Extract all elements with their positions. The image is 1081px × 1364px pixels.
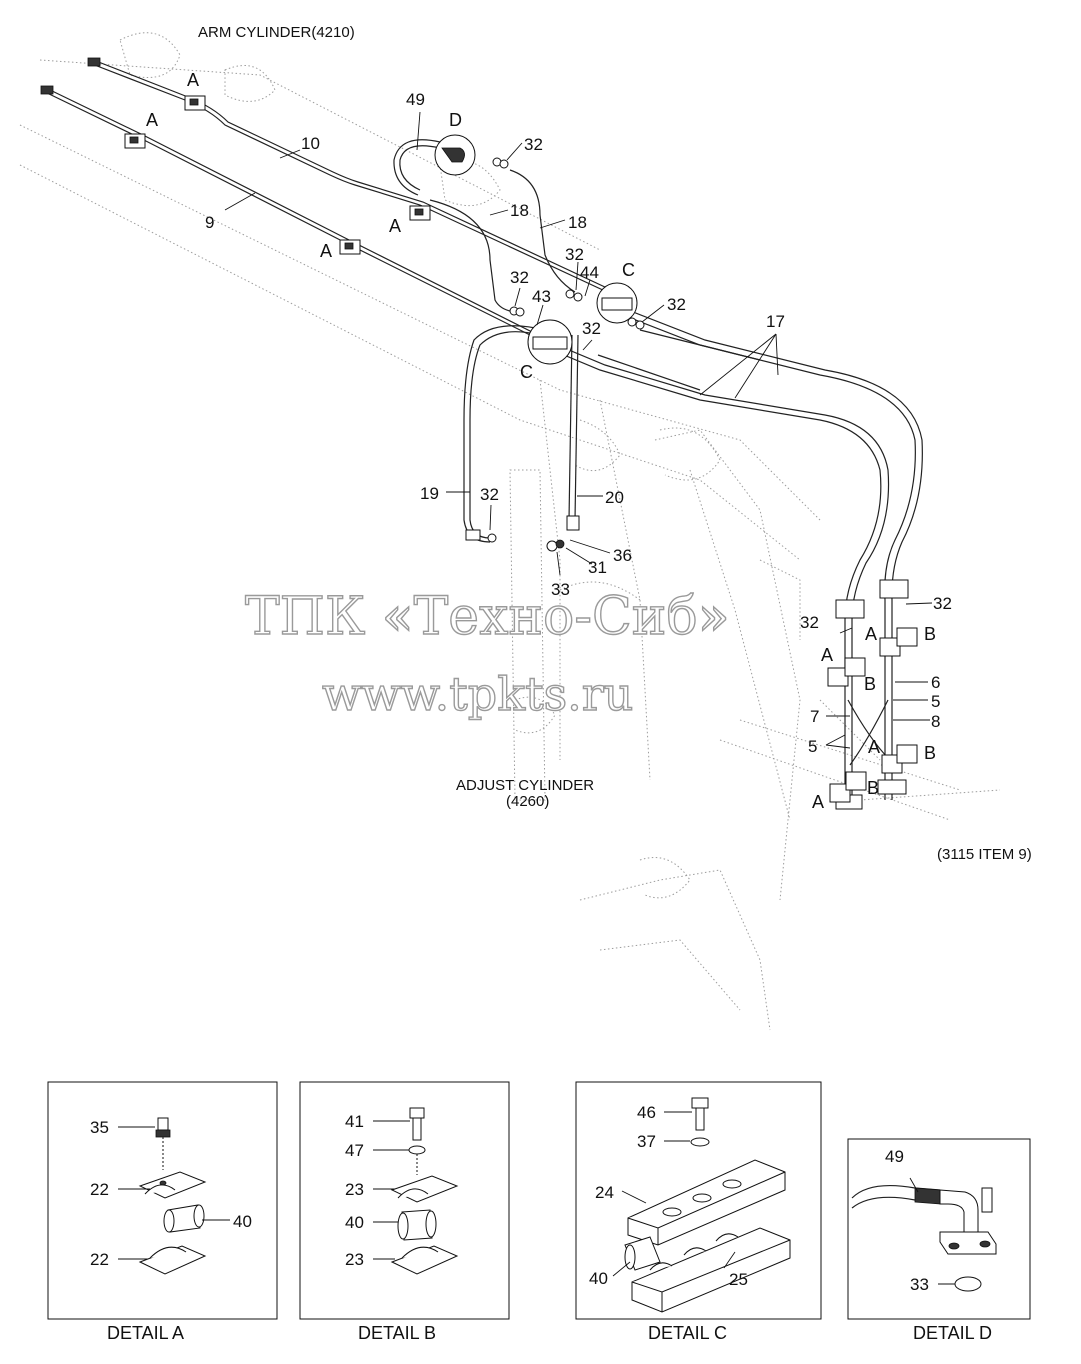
letter-b-4: B [867,778,879,798]
clamp-a-3 [409,205,431,221]
clamp-b-2 [896,627,918,647]
label-43: 43 [532,287,551,306]
o-rings [487,157,645,552]
label-20: 20 [605,488,624,507]
clamp-a-6 [879,637,901,657]
letter-a-6: A [821,645,833,665]
detail-b: 41 47 23 40 23 DETAIL B [299,1081,510,1343]
detail-a-caption: DETAIL A [107,1323,184,1343]
leader-lines [224,111,933,749]
letter-a-2: A [146,110,158,130]
detail-c-46: 46 [637,1103,656,1122]
label-10: 10 [301,134,320,153]
letter-a-5: A [865,624,877,644]
clamp-c-upper [596,282,638,324]
label-32a: 32 [524,135,543,154]
label-32b: 32 [565,245,584,264]
letter-b-1: B [924,624,936,644]
letter-a-4: A [320,241,332,261]
watermark-line2: www.tpkts.ru [322,667,633,721]
clamp-a-2 [124,133,146,149]
pipes [40,57,923,810]
detail-d: 49 33 DETAIL D [847,1138,1031,1343]
detail-a: 35 22 40 22 DETAIL A [47,1081,278,1343]
label-18a: 18 [510,201,529,220]
detail-c-25: 25 [729,1270,748,1289]
clamps [124,95,918,803]
detail-b-frame [299,1081,510,1320]
letter-b-3: B [924,743,936,763]
label-18b: 18 [568,213,587,232]
detail-c: 46 37 24 40 25 DETAIL C [575,1081,822,1343]
letter-d: D [449,110,462,130]
label-8: 8 [931,712,940,731]
detail-d-frame [847,1138,1031,1320]
letter-a-7: A [868,737,880,757]
watermark-line1: ТПК «Техно-Сиб» [245,587,730,647]
background-structure [19,32,1001,1031]
detail-c-40: 40 [589,1269,608,1288]
clamp-a-1 [184,95,206,111]
detail-b-41: 41 [345,1112,364,1131]
letter-c-2: C [520,362,533,382]
label-9: 9 [205,213,214,232]
detail-b-40: 40 [345,1213,364,1232]
label-17: 17 [766,312,785,331]
detail-a-22-bottom: 22 [90,1250,109,1269]
detail-a-40: 40 [233,1212,252,1231]
label-adjust-cylinder: ADJUST CYLINDER [456,777,594,794]
detail-a-35: 35 [90,1118,109,1137]
label-7: 7 [810,707,819,726]
detail-b-23-top: 23 [345,1180,364,1199]
detail-d-33: 33 [910,1275,929,1294]
label-5b: 5 [808,737,817,756]
clamp-c-lower [527,319,573,365]
main-labels: ARM CYLINDER(4210) 49 10 9 18 18 32 32 4… [146,24,1032,863]
label-31: 31 [588,558,607,577]
clamp-a-5 [827,667,849,687]
detail-a-22-top: 22 [90,1180,109,1199]
label-32g: 32 [800,613,819,632]
clamp-a-7 [829,783,851,803]
letter-a-3: A [389,216,401,236]
letter-a-1: A [187,70,199,90]
label-32e: 32 [582,319,601,338]
label-33: 33 [551,580,570,599]
clamp-b-4 [896,744,918,764]
label-5a: 5 [931,692,940,711]
label-32d: 32 [667,295,686,314]
label-19: 19 [420,484,439,503]
label-49: 49 [406,90,425,109]
label-arm-cylinder: ARM CYLINDER(4210) [198,24,355,41]
label-ref-3115: (3115 ITEM 9) [937,846,1032,863]
label-44: 44 [580,263,599,282]
watermark: ТПК «Техно-Сиб» www.tpkts.ru [244,586,730,721]
clamp-b-1 [844,657,866,677]
label-32h: 32 [933,594,952,613]
detail-b-23-bottom: 23 [345,1250,364,1269]
clamp-b-3 [845,771,867,791]
letter-b-2: B [864,674,876,694]
letter-a-8: A [812,792,824,812]
detail-d-caption: DETAIL D [913,1323,992,1343]
clamp-a-4 [339,239,361,255]
label-32f: 32 [480,485,499,504]
detail-b-caption: DETAIL B [358,1323,436,1343]
detail-d-49: 49 [885,1147,904,1166]
detail-c-37: 37 [637,1132,656,1151]
label-6: 6 [931,673,940,692]
label-36: 36 [613,546,632,565]
label-adjust-cylinder-code: (4260) [506,793,549,810]
detail-c-caption: DETAIL C [648,1323,727,1343]
detail-c-24: 24 [595,1183,614,1202]
letter-c-1: C [622,260,635,280]
detail-b-47: 47 [345,1141,364,1160]
label-32c: 32 [510,268,529,287]
clamp-d [434,134,476,176]
